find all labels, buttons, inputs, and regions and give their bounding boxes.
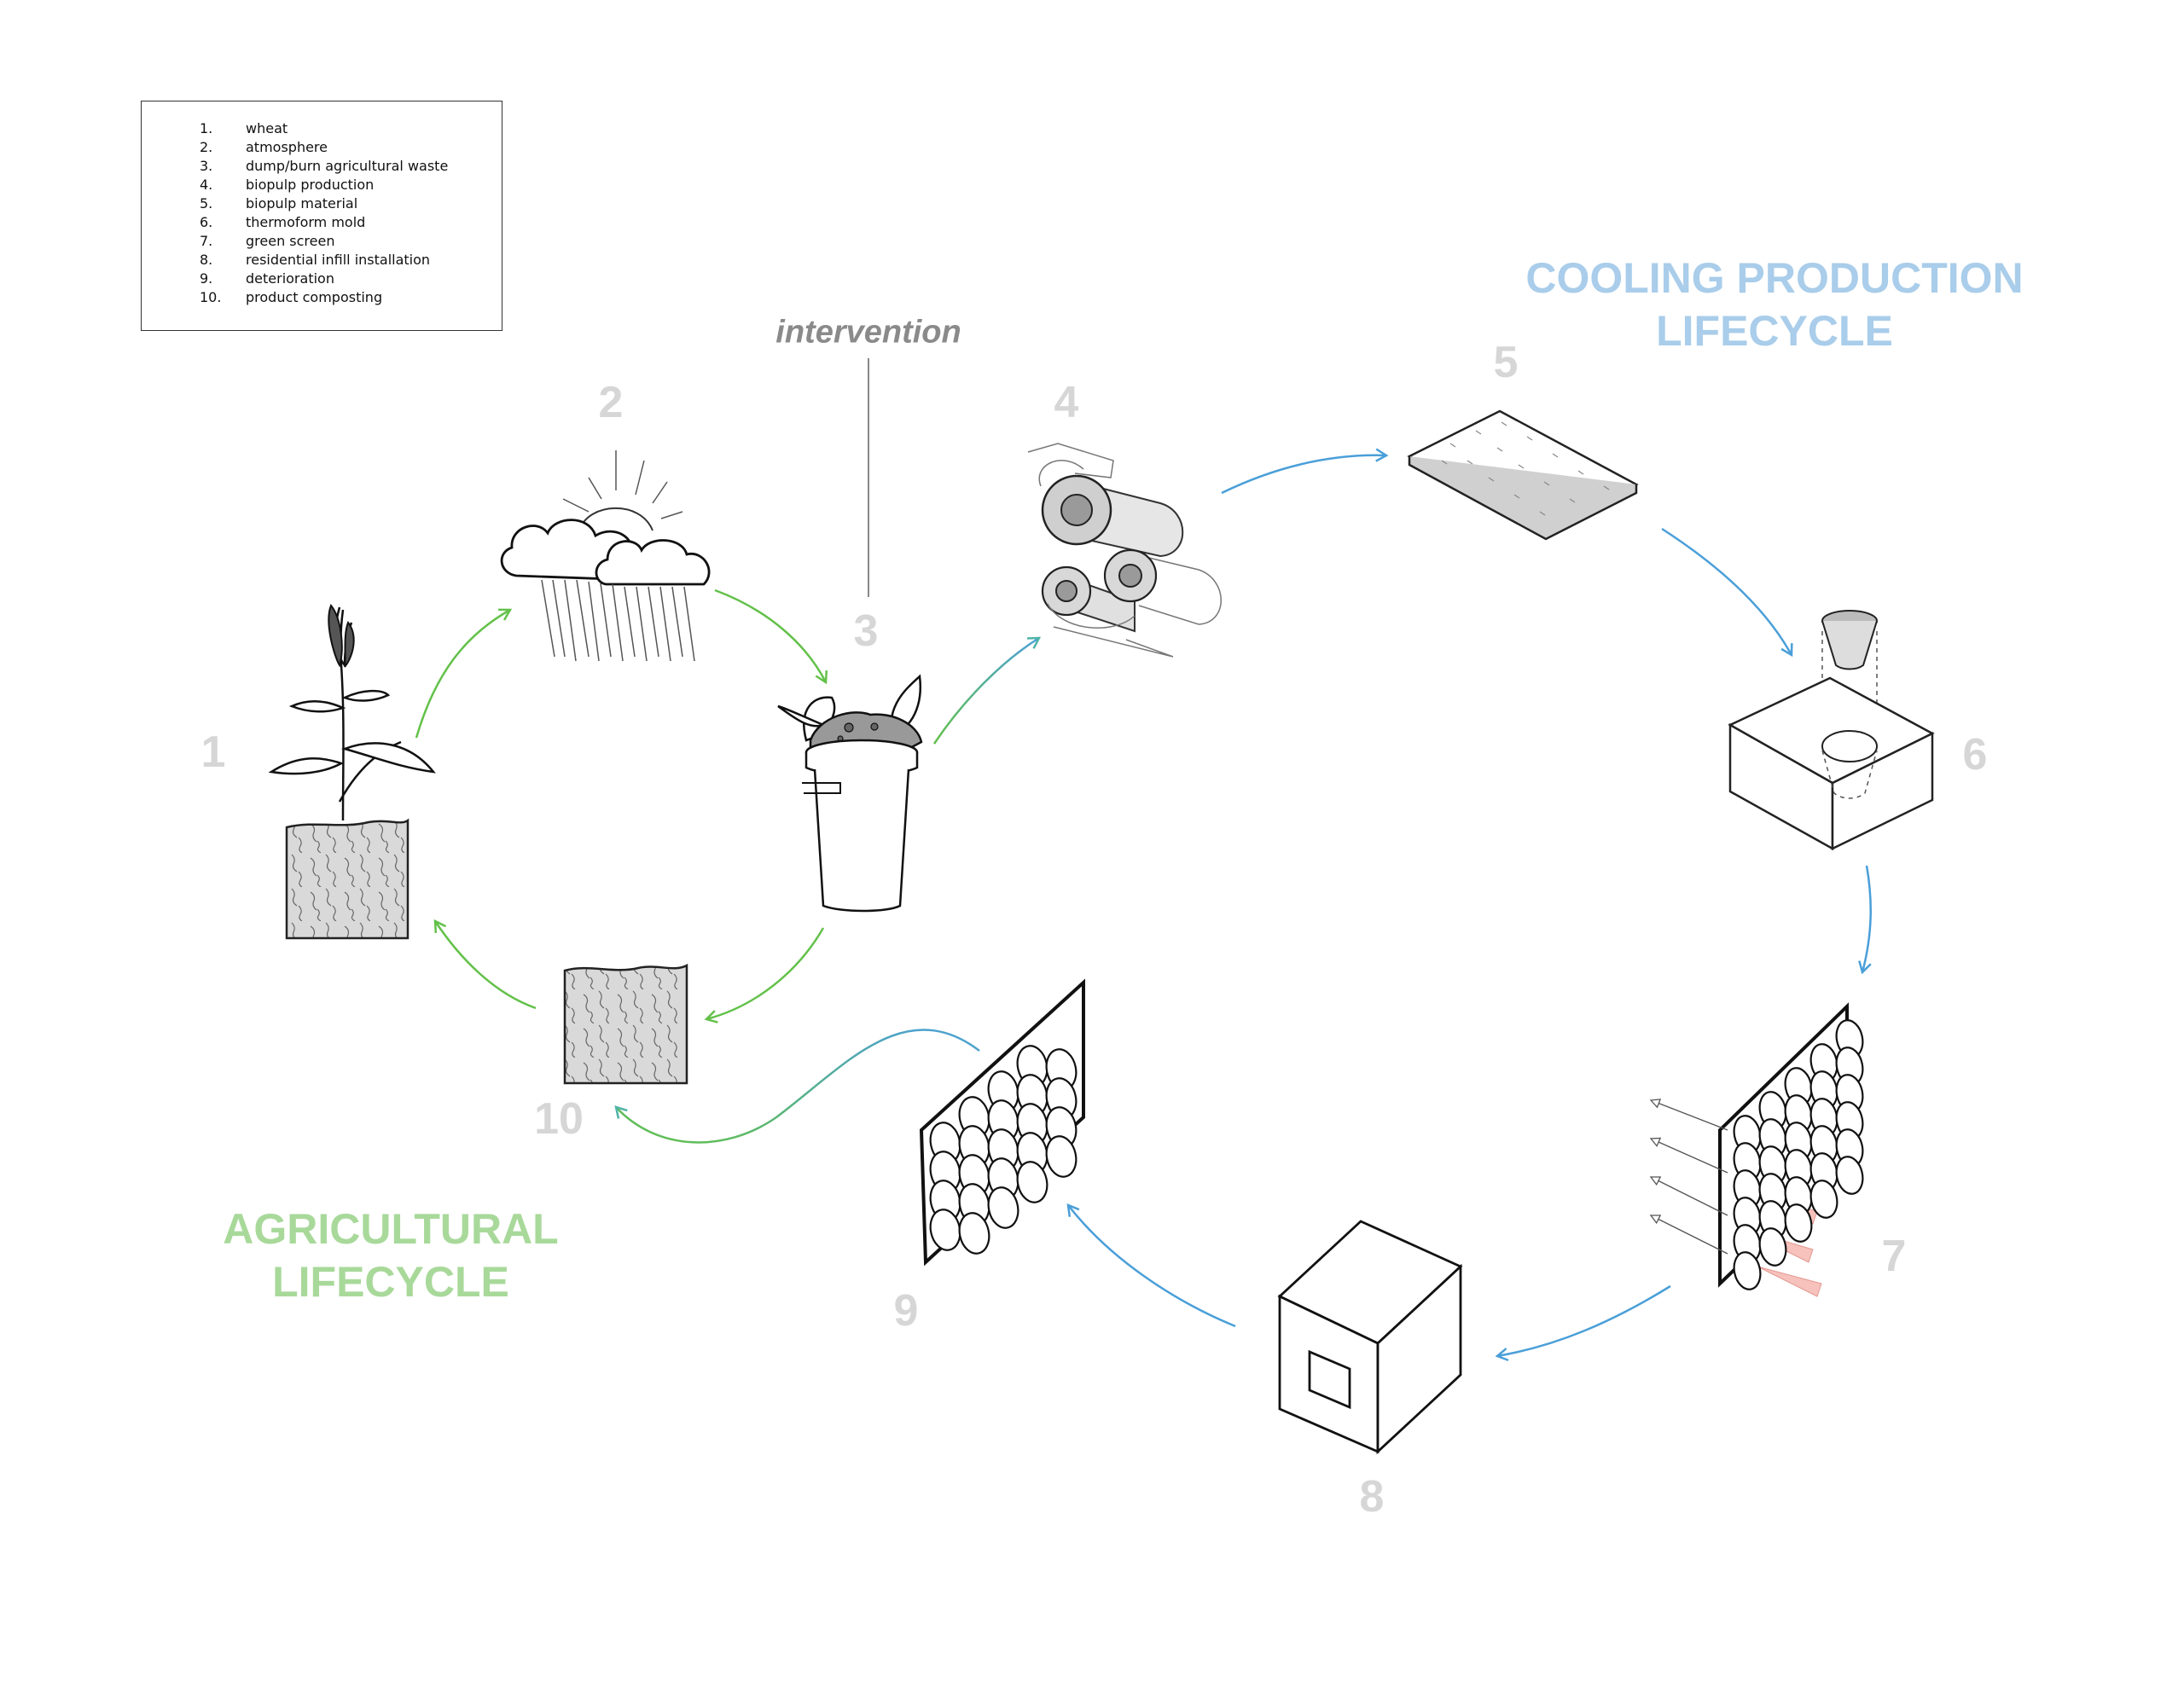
soil-block-10	[563, 963, 688, 1085]
legend-item-number: 3.	[200, 158, 213, 174]
arrow-2-to-3	[714, 588, 828, 685]
arrow-10-to-1	[433, 919, 537, 1010]
disc-module	[987, 1186, 1019, 1229]
legend-item: 8. residential infill installation	[142, 252, 502, 270]
arrow-9-to-10	[614, 1029, 980, 1144]
cooling-title-line-1: COOLING PRODUCTION	[1525, 254, 2024, 302]
legend-item: 9. deterioration	[142, 270, 502, 289]
legend-item-label: atmosphere	[246, 139, 328, 155]
legend-item-number: 5.	[200, 195, 213, 212]
legend-item: 10. product composting	[142, 289, 502, 308]
legend-item: 4. biopulp production	[142, 177, 502, 195]
biopulp-machine-icon	[1027, 443, 1222, 658]
intervention-label: intervention	[775, 314, 961, 351]
waste-bin-icon	[777, 674, 923, 913]
stage-number-1: 1	[200, 728, 226, 777]
stage-number-8: 8	[1359, 1472, 1385, 1522]
legend-item-number: 1.	[200, 120, 213, 136]
arrow-6-to-7	[1858, 865, 1872, 975]
cooling-lifecycle-title: COOLING PRODUCTION LIFECYCLE	[1525, 252, 2023, 357]
stage-number-3: 3	[853, 606, 879, 656]
stage-number-9: 9	[893, 1286, 919, 1336]
legend-item: 1. wheat	[142, 120, 502, 139]
legend: 1. wheat 2. atmosphere 3. dump/burn agri…	[141, 101, 502, 331]
disc-module	[1016, 1161, 1048, 1203]
legend-item-number: 6.	[200, 214, 213, 230]
stage-number-2: 2	[598, 378, 624, 427]
legend-item: 6. thermoform mold	[142, 214, 502, 233]
stage-number-4: 4	[1054, 378, 1079, 427]
agri-title-line-1: AGRICULTURAL	[223, 1205, 559, 1253]
stage-number-7: 7	[1881, 1232, 1907, 1281]
legend-item-number: 2.	[200, 139, 213, 155]
disc-module	[1758, 1227, 1787, 1267]
legend-item-number: 7.	[200, 233, 213, 249]
soil-block-1	[285, 818, 410, 940]
atmosphere-icon	[500, 450, 711, 662]
arrow-3-to-4	[932, 636, 1042, 745]
agricultural-lifecycle-title: AGRICULTURAL LIFECYCLE	[223, 1203, 558, 1308]
legend-item: 2. atmosphere	[142, 139, 502, 158]
stage-number-10: 10	[534, 1094, 584, 1144]
legend-item: 3. dump/burn agricultural waste	[142, 158, 502, 177]
disc-module	[1045, 1135, 1077, 1178]
legend-item: 5. biopulp material	[142, 195, 502, 214]
agri-title-line-2: LIFECYCLE	[272, 1258, 509, 1306]
arrow-1-to-2	[415, 608, 513, 739]
legend-item-label: thermoform mold	[246, 214, 366, 230]
stage-number-6: 6	[1962, 730, 1988, 780]
arrow-3-to-10	[704, 927, 825, 1023]
legend-item-label: wheat	[246, 120, 288, 136]
legend-item-label: residential infill installation	[246, 252, 431, 268]
legend-item-label: dump/burn agricultural waste	[246, 158, 449, 174]
disc-module	[1835, 1156, 1864, 1195]
legend-item-label: deterioration	[246, 270, 334, 287]
wheat-icon	[268, 604, 436, 821]
legend-item-number: 4.	[200, 177, 213, 193]
thermoform-mold-icon	[1728, 610, 1935, 851]
arrow-7-to-8	[1495, 1284, 1671, 1362]
stage-number-5: 5	[1493, 338, 1519, 387]
legend-item-label: green screen	[246, 233, 335, 249]
green-screen-icon	[1649, 1002, 1864, 1297]
arrow-5-to-6	[1661, 527, 1793, 658]
legend-item-label: product composting	[246, 289, 383, 305]
disc-module	[958, 1212, 990, 1255]
legend-item-number: 8.	[200, 252, 213, 268]
arrow-4-to-5	[1221, 448, 1389, 495]
biopulp-sheet-icon	[1407, 409, 1639, 541]
disc-module	[1733, 1251, 1762, 1290]
legend-item-number: 9.	[200, 270, 213, 287]
legend-item-label: biopulp material	[246, 195, 358, 212]
legend-item: 7. green screen	[142, 233, 502, 252]
residential-infill-icon	[1277, 1220, 1463, 1455]
disc-module	[1809, 1180, 1838, 1219]
disc-module	[1784, 1203, 1813, 1243]
legend-item-label: biopulp production	[246, 177, 375, 193]
cooling-title-line-2: LIFECYCLE	[1656, 307, 1893, 355]
arrow-8-to-9	[1066, 1203, 1236, 1328]
deterioration-panel-icon	[919, 978, 1085, 1267]
legend-item-number: 10.	[200, 289, 222, 305]
